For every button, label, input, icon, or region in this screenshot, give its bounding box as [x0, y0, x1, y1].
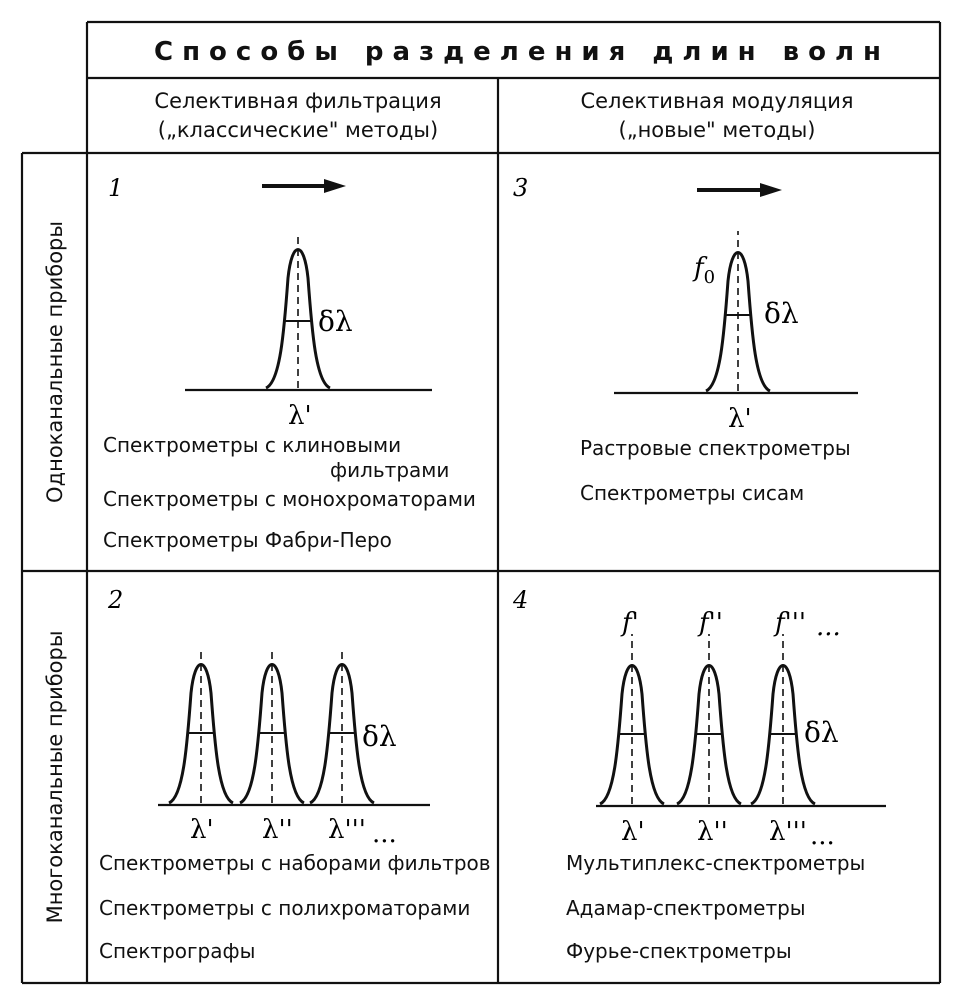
spectral-peak: [598, 634, 666, 806]
device-item: Спектрометры с монохроматорами: [103, 487, 476, 511]
cell-number: 1: [108, 174, 123, 202]
bandwidth-label: δλ: [804, 716, 839, 749]
wavelength-label: λ': [728, 404, 752, 434]
spectral-peak: [264, 236, 332, 390]
device-item: Растровые спектрометры: [580, 436, 851, 460]
table-title: Способы разделения длин волн: [154, 37, 890, 67]
device-item: Мультиплекс-спектрометры: [566, 851, 865, 875]
column-header-filtration: Селективная фильтрация: [154, 89, 441, 113]
device-item: Спектрометры Фабри-Перо: [103, 528, 392, 552]
cell-number: 3: [513, 174, 528, 202]
wavelength-label: λ'': [262, 815, 293, 845]
device-item: фильтрами: [330, 458, 449, 482]
device-item: Спектрометры с наборами фильтров: [99, 851, 491, 875]
device-item: Спектрометры с клиновыми: [103, 433, 401, 457]
cell-1-single-filtration: 1 δλ λ' Спектрометры с клиновыми фильтра…: [103, 174, 476, 552]
spectral-peak: [675, 634, 743, 806]
device-item: Спектрометры с полихроматорами: [99, 896, 470, 920]
column-header-modulation-note: („новые" методы): [619, 118, 816, 142]
column-header-filtration-note: („классические" методы): [158, 118, 438, 142]
wavelength-label: λ''': [328, 815, 366, 845]
wavelength-label: λ': [288, 401, 312, 431]
ellipsis-label: ...: [372, 819, 397, 849]
row-label-single-channel: Одноканальные приборы: [43, 221, 67, 503]
ellipsis-label: ...: [810, 821, 835, 851]
wavelength-label: λ''': [769, 817, 807, 847]
spectral-peak: [167, 651, 235, 805]
table-grid: [20, 20, 942, 985]
device-item: Фурье-спектрометры: [566, 939, 792, 963]
ellipsis-label: ...: [816, 612, 841, 642]
row-label-multi-channel: Многоканальные приборы: [43, 631, 67, 924]
device-item: Спектрометры сисам: [580, 481, 804, 505]
spectral-peak: [749, 634, 817, 806]
cell-4-multi-modulation: 4 f' f'' f''' ... δλ λ' λ'' λ''' ... Мул…: [512, 586, 886, 963]
bandwidth-label: δλ: [318, 305, 353, 338]
direction-arrow: [697, 183, 782, 197]
direction-arrow: [262, 179, 346, 193]
modulation-frequency-label: f'': [697, 608, 723, 638]
device-item: Адамар-спектрометры: [566, 896, 806, 920]
bandwidth-label: δλ: [362, 720, 397, 753]
wavelength-label: λ': [621, 817, 645, 847]
cell-number: 2: [107, 586, 123, 614]
wavelength-label: λ': [190, 815, 214, 845]
spectral-peak: [308, 651, 376, 805]
modulation-frequency-label: f0: [692, 253, 715, 288]
modulation-frequency-label: f''': [773, 608, 806, 638]
wavelength-label: λ'': [697, 817, 728, 847]
modulation-frequency-label: f': [620, 608, 639, 638]
spectral-peak: [704, 231, 772, 393]
cell-3-single-modulation: 3 f0 δλ λ' Растровые спектрометры Спектр…: [513, 174, 858, 505]
column-header-modulation: Селективная модуляция: [580, 89, 853, 113]
cell-2-multi-filtration: 2 δλ λ' λ'' λ''' ... Спектрометры с набо…: [99, 586, 491, 963]
spectral-peak: [238, 651, 306, 805]
cell-number: 4: [512, 586, 528, 614]
bandwidth-label: δλ: [764, 297, 799, 330]
device-item: Спектрографы: [99, 939, 255, 963]
